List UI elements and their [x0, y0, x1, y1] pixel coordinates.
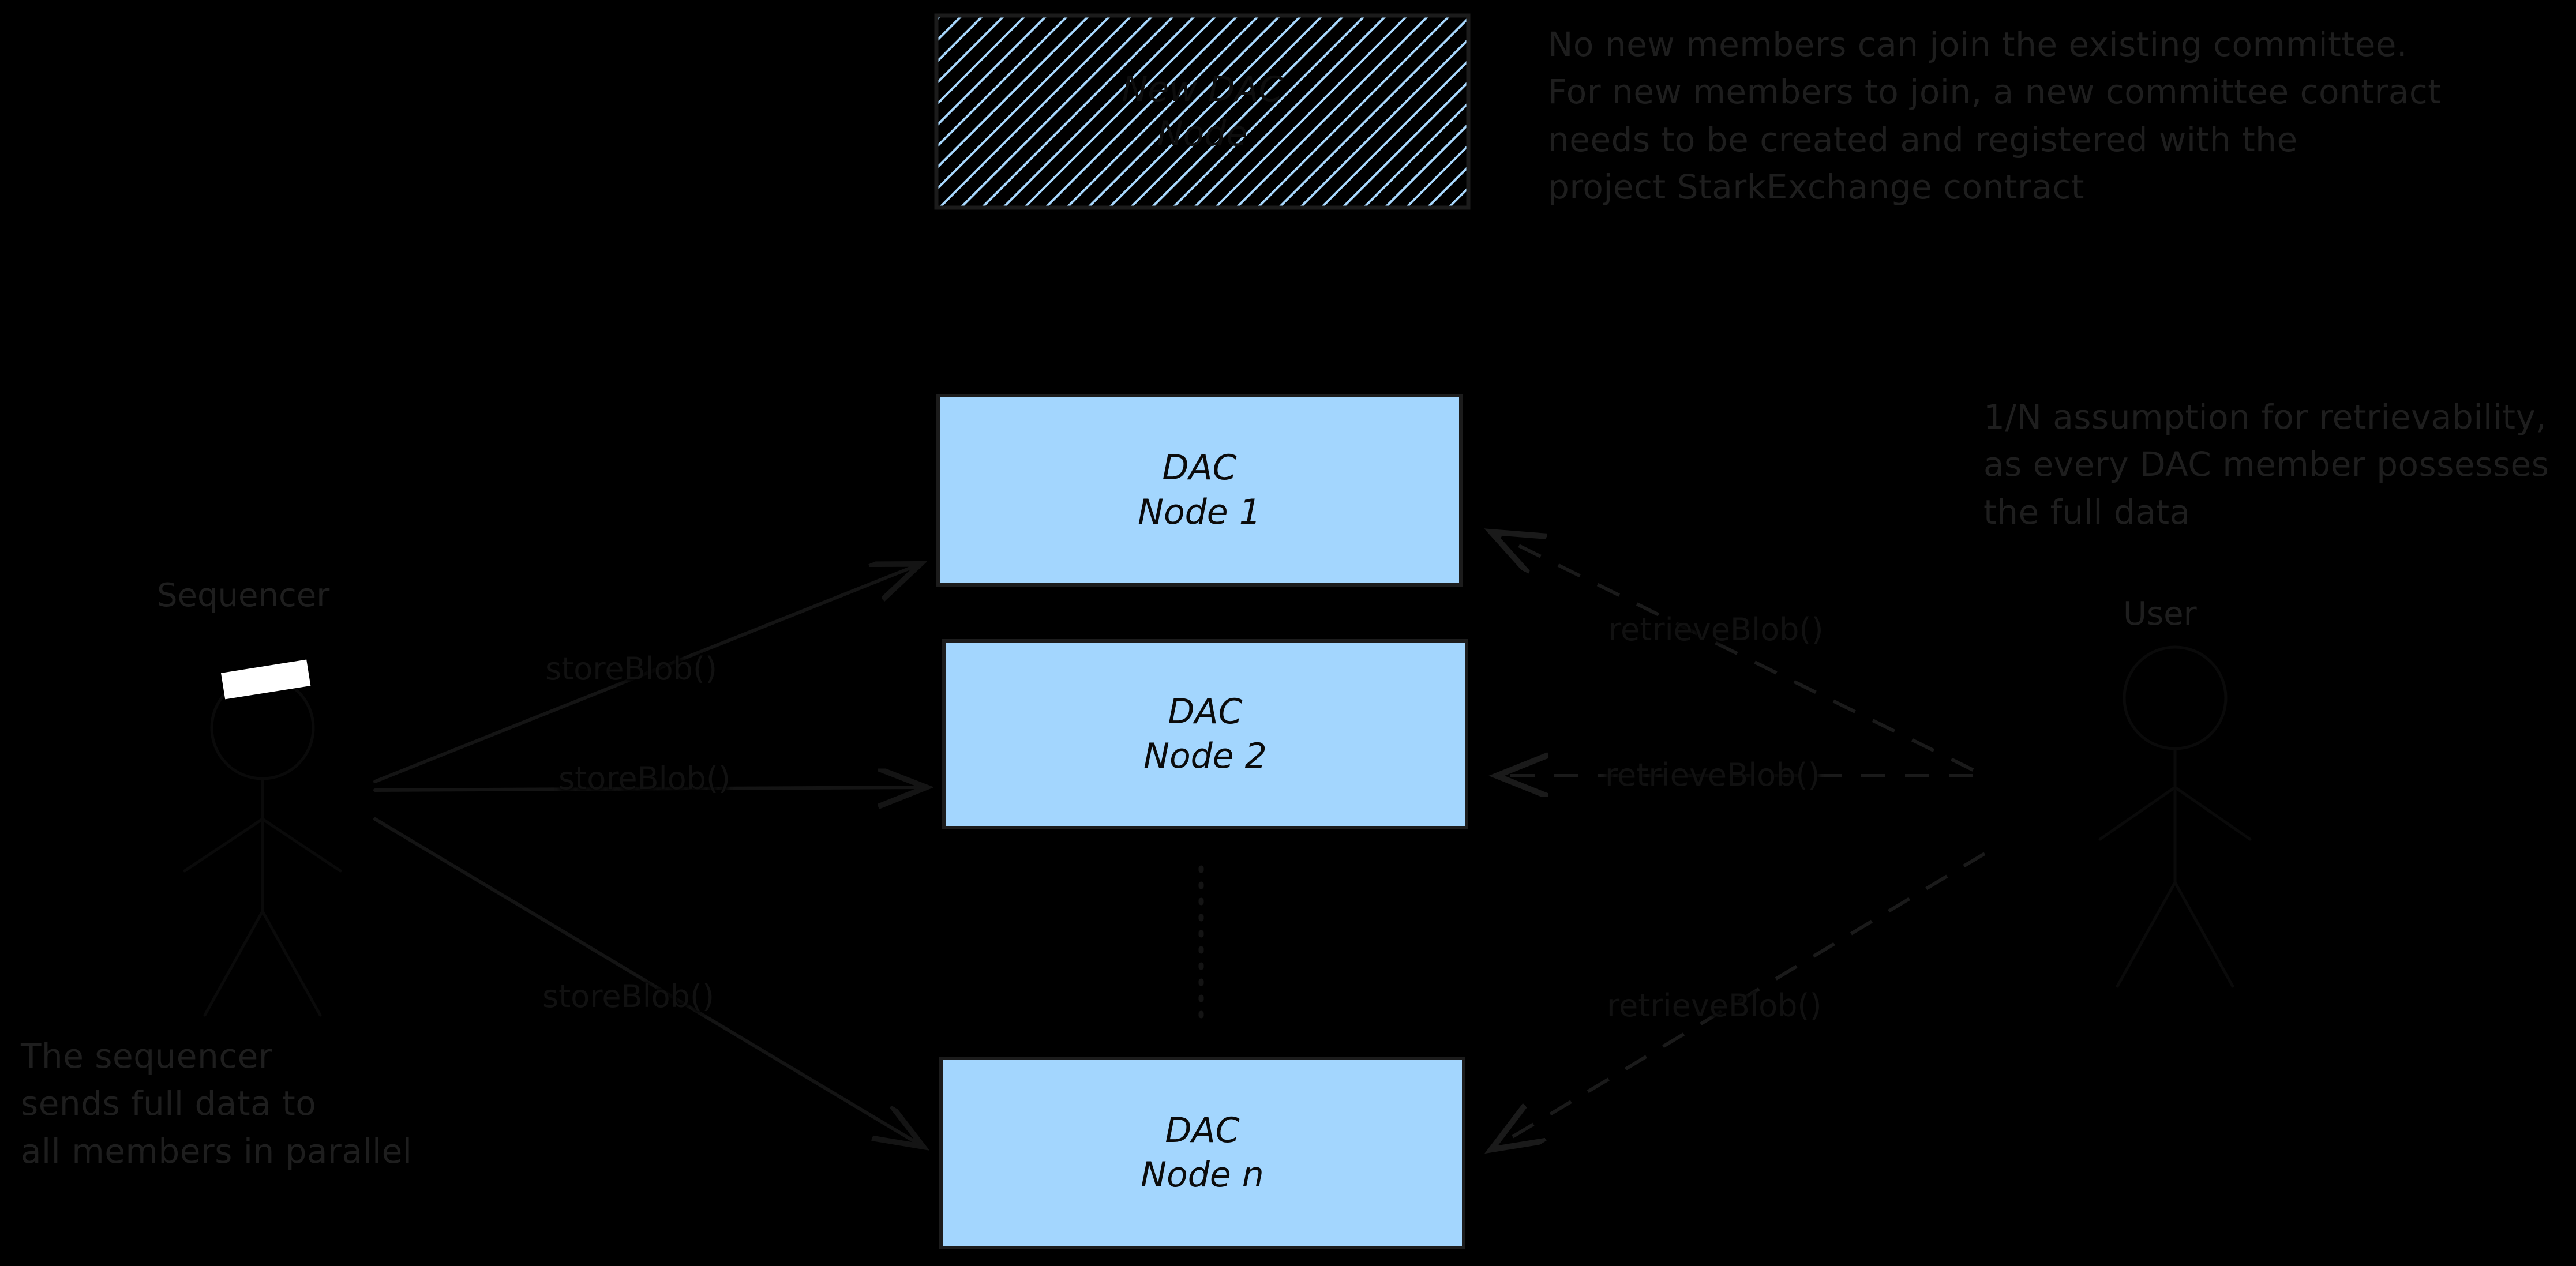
dac-node-2-subtitle: Node 2	[1143, 736, 1267, 776]
edge-label-storeblob-node3: storeBlob()	[542, 978, 715, 1015]
new-dac-node-title: New DAC	[1122, 69, 1283, 110]
dac-node-2-box[interactable]: DAC Node 2	[942, 639, 1468, 829]
annotation-sequencer-parallel: The sequencer sends full data to all mem…	[21, 1036, 413, 1171]
new-dac-node-subtitle: Node	[1157, 113, 1248, 154]
dac-node-2-title: DAC	[1168, 692, 1243, 732]
user-label: User	[2123, 595, 2197, 633]
dac-node-n-subtitle: Node n	[1141, 1155, 1264, 1195]
sequencer-person-icon	[183, 675, 342, 1017]
edge-label-retrieveblob-node1: retrieveBlob()	[1608, 611, 1824, 648]
new-dac-node-box: New DAC Node	[936, 16, 1468, 208]
edge-label-storeblob-node1: storeBlob()	[545, 651, 718, 687]
user-person-icon	[2098, 645, 2252, 988]
dac-node-n-title: DAC	[1165, 1110, 1240, 1151]
dac-node-1-title: DAC	[1162, 448, 1237, 489]
dac-node-1-box[interactable]: DAC Node 1	[936, 394, 1463, 587]
annotation-retrievability: 1/N assumption for retrievability, as ev…	[1983, 397, 2549, 532]
annotation-committee: No new members can join the existing com…	[1548, 25, 2442, 207]
edge-label-retrieveblob-node3: retrieveBlob()	[1607, 987, 1822, 1024]
edge-retrieveblob-node1	[1494, 534, 1974, 772]
sequencer-label: Sequencer	[157, 577, 330, 614]
edge-label-retrieveblob-node2: retrieveBlob()	[1605, 757, 1820, 793]
sequencer-highlight-note	[221, 659, 311, 700]
edge-label-storeblob-node2: storeBlob()	[558, 760, 731, 797]
dac-node-1-subtitle: Node 1	[1138, 492, 1261, 532]
dac-node-n-box[interactable]: DAC Node n	[939, 1057, 1465, 1249]
